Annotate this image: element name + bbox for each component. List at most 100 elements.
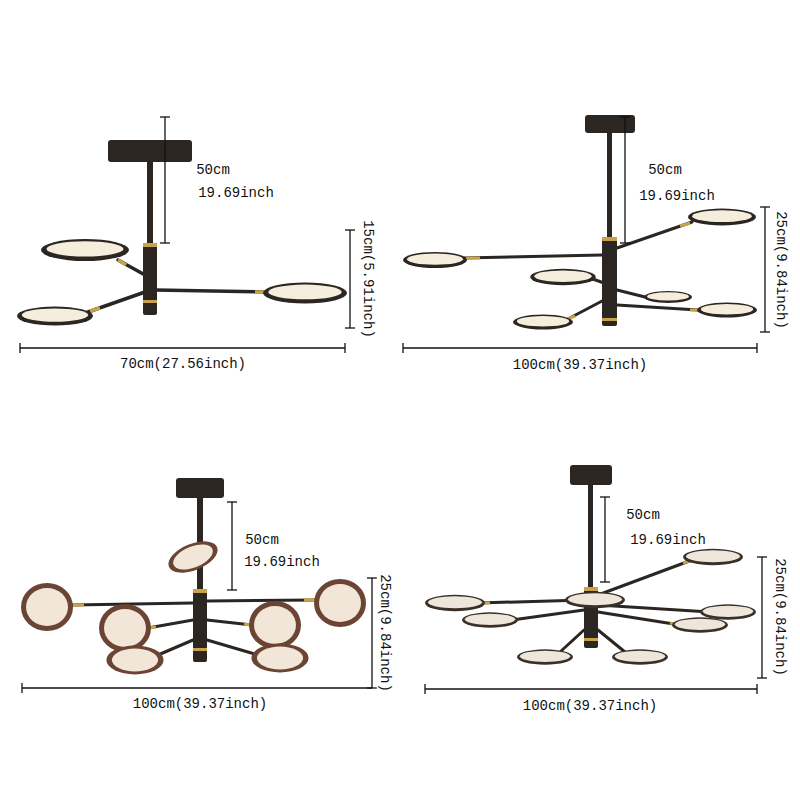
dimension-lines-part	[19, 343, 20, 353]
chandelier-nine-light-part	[584, 638, 598, 641]
chandelier-seven-light-part	[193, 590, 207, 662]
chandelier-six-light-part	[530, 269, 596, 285]
chandelier-nine-light-part-part	[598, 612, 680, 625]
chandelier-seven-light-part	[176, 478, 224, 498]
dimension-lines-part	[600, 496, 610, 497]
chandelier-six-light-part	[602, 237, 617, 241]
dimension-lines-part	[164, 117, 165, 243]
chandelier-seven-light-part-part	[148, 620, 193, 628]
chandelier-seven-light-part-part	[207, 640, 258, 655]
chandelier-nine-light-part-part	[598, 560, 692, 595]
chandelier-seven-light-part	[99, 604, 151, 652]
chandelier-six-light-part	[602, 318, 617, 321]
dimension-label: 19.69inch	[197, 185, 275, 201]
chandelier-seven-light-part-part	[73, 604, 84, 607]
dimension-lines-part	[22, 687, 372, 688]
chandelier-three-light-part	[41, 239, 129, 261]
chandelier-six-light-part	[513, 315, 573, 330]
dimension-lines-part	[604, 497, 605, 582]
chandelier-three-light-part	[147, 162, 153, 247]
chandelier-seven-light-part	[193, 648, 207, 651]
dimension-lines-part	[757, 677, 767, 678]
chandelier-nine-light-part	[672, 617, 728, 632]
chandelier-nine-light-part	[588, 485, 593, 590]
chandelier-nine-light-part	[478, 560, 710, 652]
dimension-lines-part	[231, 502, 232, 590]
dimension-lines-part	[756, 343, 757, 353]
dimension-lines-part	[600, 581, 610, 582]
chandelier-six-light-part	[462, 222, 698, 320]
chandelier-six-light-part	[585, 115, 635, 133]
dimension-lines-part	[367, 577, 377, 578]
chandelier-seven-light-part-part	[207, 620, 252, 625]
chandelier-six-light-part	[688, 209, 756, 226]
dimension-lines-part	[349, 230, 350, 328]
chandelier-nine-light-part	[565, 592, 625, 609]
chandelier-six-light-part-part	[690, 309, 698, 312]
chandelier-nine-light-part	[570, 465, 612, 485]
dimension-lines-part	[624, 117, 625, 243]
chandelier-six-light-part-part	[466, 257, 480, 260]
dimension-lines-part	[761, 557, 762, 678]
dimension-lines-part	[345, 229, 355, 230]
dimension-lines-part	[756, 684, 757, 694]
dimension-label: 25cm(9.84inch)	[377, 573, 393, 693]
chandelier-nine-light-part	[584, 587, 598, 591]
dimension-lines-part	[620, 116, 630, 117]
chandelier-nine-light-part-part	[512, 610, 584, 620]
chandelier-three-light-part	[143, 245, 157, 315]
chandelier-three-light-part	[143, 300, 157, 303]
dimension-label: 50cm	[625, 507, 661, 523]
dimension-lines-part	[620, 242, 630, 243]
dimension-lines-part	[760, 206, 770, 207]
chandelier-seven-light-part-part	[72, 603, 193, 605]
dimension-lines-part	[344, 343, 345, 353]
chandelier-nine-light-part	[462, 612, 518, 627]
dimension-lines-part	[764, 207, 765, 332]
dimension-label: 19.69inch	[638, 188, 716, 204]
chandelier-seven-light-part	[249, 601, 301, 649]
chandelier-three-light-part	[143, 243, 157, 247]
dimension-label: 100cm(39.37inch)	[512, 357, 648, 373]
chandelier-nine-light-part	[425, 595, 485, 612]
dimension-label: 50cm	[195, 162, 231, 178]
chandelier-six-light-part	[644, 291, 692, 303]
dimension-label: 25cm(9.84inch)	[773, 210, 789, 330]
dimension-lines-part	[402, 343, 403, 353]
chandelier-six-light-part	[697, 303, 757, 318]
dimension-label: 100cm(39.37inch)	[522, 698, 658, 714]
dimension-label: 50cm	[244, 532, 280, 548]
dimension-lines-part	[371, 578, 372, 688]
dimension-label: 100cm(39.37inch)	[132, 696, 268, 712]
dimension-label: 15cm(5.91inch)	[360, 219, 376, 339]
chandelier-three-light-part	[263, 283, 347, 304]
dimension-lines-part	[345, 327, 355, 328]
chandelier-nine-light-part-part	[598, 630, 625, 652]
chandelier-seven-light-part	[251, 644, 308, 673]
chandelier-seven-light-part	[164, 535, 222, 579]
chandelier-six-light-part-part	[462, 255, 602, 258]
chandelier-six-light	[403, 115, 757, 330]
dimension-lines-part	[425, 688, 757, 689]
chandelier-six-light-part-part	[566, 300, 604, 320]
chandelier-three-light-part	[90, 260, 266, 311]
chandelier-six-light-part-part	[617, 222, 692, 248]
chandelier-six-light-part	[602, 238, 617, 326]
chandelier-nine-light-part	[683, 549, 743, 566]
chandelier-three-light-part-part	[88, 292, 145, 312]
dimension-lines-part	[227, 501, 237, 502]
dimension-lines-part	[20, 347, 345, 348]
chandelier-nine-light-part	[517, 649, 573, 664]
chandelier-six-light-part	[466, 223, 698, 319]
chandelier-six-light-part-part	[617, 305, 698, 310]
chandelier-three-light-part	[17, 307, 93, 326]
dimension-lines-part	[403, 347, 757, 348]
chandelier-six-light-part-part	[680, 223, 690, 226]
chandelier-three-light-part-part	[90, 308, 100, 311]
dimension-label: 25cm(9.84inch)	[772, 557, 788, 677]
dimension-lines-part	[757, 556, 767, 557]
chandelier-six-light-part-part	[617, 290, 645, 297]
dimension-lines-part	[227, 589, 237, 590]
